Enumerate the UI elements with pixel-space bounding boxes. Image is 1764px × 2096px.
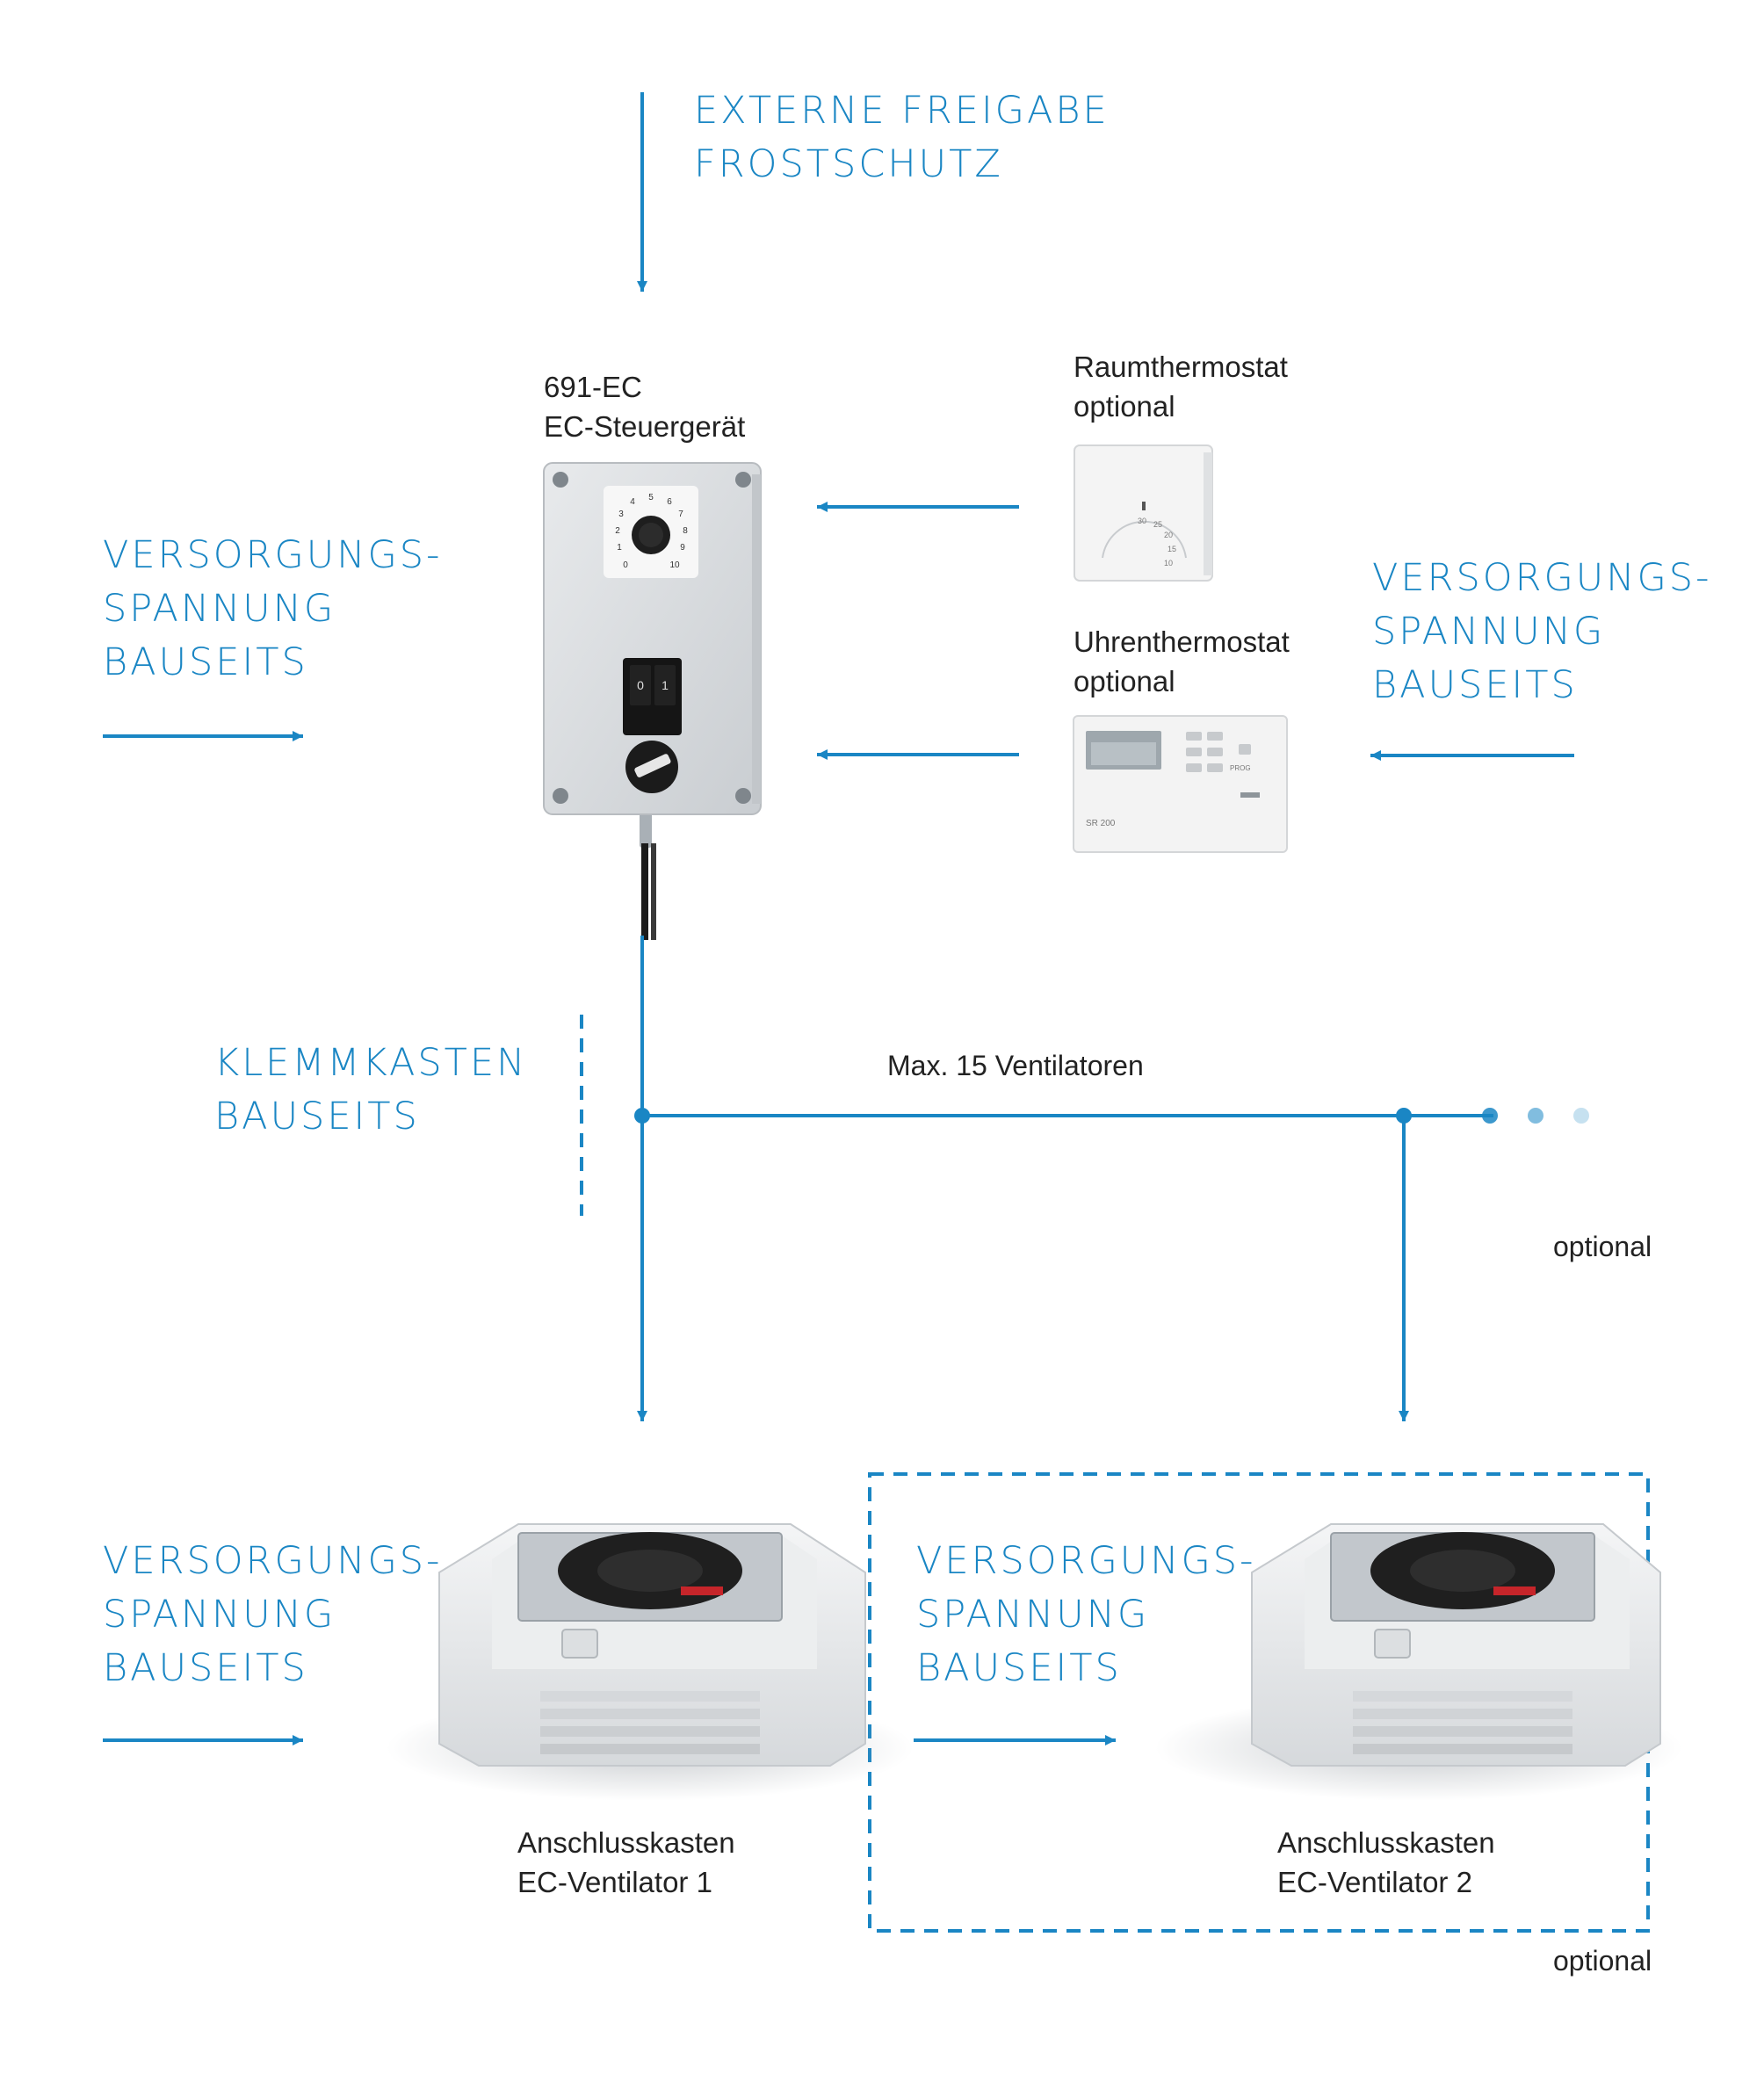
room-thermostat <box>1074 444 1213 582</box>
label-versorgung-left-bottom: VERSORGUNGS- SPANNUNG BAUSEITS <box>103 1539 443 1690</box>
dial-number: 0 <box>623 560 628 570</box>
label-uhrenthermostat: Uhrenthermostat optional <box>1074 625 1290 697</box>
switch-label-on: 1 <box>662 678 669 692</box>
switch-label-off: 0 <box>637 678 644 692</box>
dial-number: 4 <box>630 497 635 507</box>
thermostat-dial-number: 25 <box>1153 520 1162 529</box>
dial-number: 10 <box>669 560 680 570</box>
fan-unit-2 <box>1155 1523 1682 1801</box>
clock-thermostat-prog-label: PROG <box>1230 764 1251 772</box>
bus-dot-2 <box>1528 1108 1544 1124</box>
bus-dot-1 <box>1482 1108 1498 1124</box>
fan-unit-1 <box>387 1523 914 1801</box>
dial-number: 7 <box>678 510 683 519</box>
label-externe-freigabe: EXTERNE FREIGABE FROSTSCHUTZ <box>694 89 1110 186</box>
thermostat-dial-number: 10 <box>1164 559 1173 567</box>
bus-dot-3 <box>1573 1108 1589 1124</box>
dial-number: 5 <box>648 493 654 502</box>
thermostat-dial-number: 15 <box>1168 545 1176 553</box>
dial-number: 1 <box>617 543 622 553</box>
label-controller: 691-EC EC-Steuergerät <box>544 371 746 443</box>
dial-number: 9 <box>680 543 685 553</box>
clock-thermostat-model: SR 200 <box>1086 819 1116 828</box>
dial-number: 3 <box>618 510 624 519</box>
thermostat-dial-number: 30 <box>1138 517 1146 525</box>
label-fan1: Anschlusskasten EC-Ventilator 1 <box>517 1826 735 1898</box>
controller-dial-numbers: 0 1 2 3 4 5 6 7 8 9 10 <box>615 493 688 570</box>
label-versorgung-right: VERSORGUNGS- SPANNUNG BAUSEITS <box>1372 556 1712 707</box>
cable-controller <box>640 813 656 940</box>
label-versorgung-middle-bottom: VERSORGUNGS- SPANNUNG BAUSEITS <box>916 1539 1256 1690</box>
label-max-ventilatoren: Max. 15 Ventilatoren <box>887 1050 1144 1081</box>
controller-device <box>543 462 762 815</box>
label-klemmkasten: KLEMMKASTEN BAUSEITS <box>214 1041 528 1138</box>
label-raumthermostat: Raumthermostat optional <box>1074 351 1288 423</box>
controller-switch-labels: 0 1 <box>637 678 669 692</box>
room-thermostat-dial: 30 25 20 15 10 <box>1138 517 1176 567</box>
clock-thermostat <box>1073 715 1288 853</box>
dial-number: 2 <box>615 526 620 536</box>
label-versorgung-left-top: VERSORGUNGS- SPANNUNG BAUSEITS <box>103 533 443 684</box>
label-fan2: Anschlusskasten EC-Ventilator 2 <box>1277 1826 1495 1898</box>
dial-number: 8 <box>683 526 688 536</box>
label-optional-klemmkasten: optional <box>1553 1231 1652 1262</box>
klemmkasten-box <box>580 1013 1669 1218</box>
thermostat-dial-number: 20 <box>1164 531 1173 539</box>
bus-node-1 <box>634 1108 650 1124</box>
label-optional-fan2: optional <box>1553 1945 1652 1977</box>
dial-number: 6 <box>667 497 672 507</box>
